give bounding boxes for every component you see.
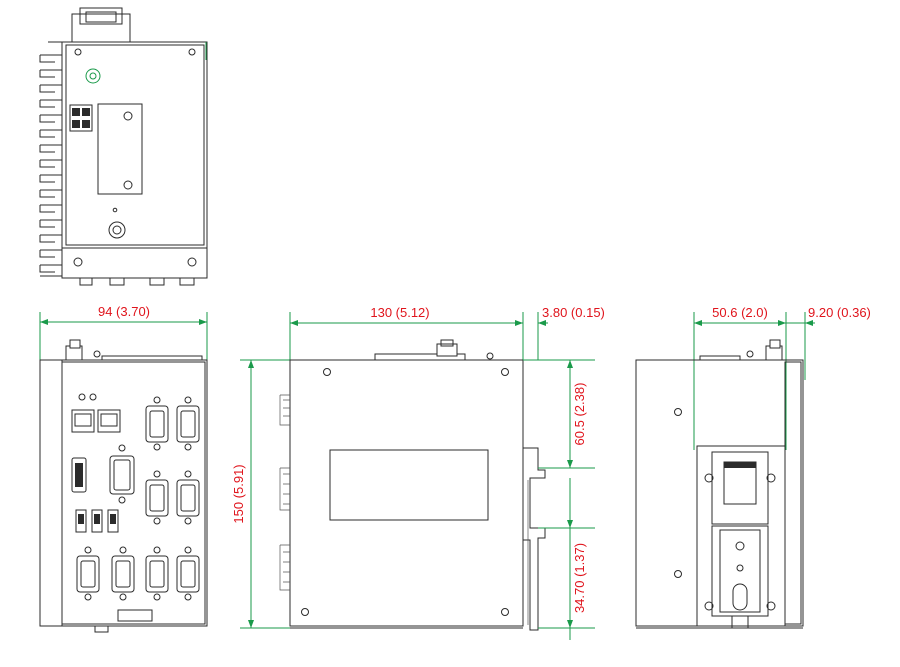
dim-side-rail: 3.80 (0.15) <box>542 305 605 320</box>
hdmi-port-icon <box>71 457 87 493</box>
vga-port-icon <box>109 444 135 504</box>
dim-side-upper: 60.5 (2.38) <box>572 383 587 446</box>
reset-button-icon <box>108 221 126 239</box>
dim-side-height: 150 (5.91) <box>231 464 246 523</box>
side-label-window <box>329 449 489 521</box>
top-connector <box>71 13 131 43</box>
heatsink-fins <box>39 41 62 277</box>
dim-side-lower: 34.70 (1.37) <box>572 543 587 613</box>
side-view: 130 (5.12) 3.80 (0.15) 150 (5.91) <box>231 305 605 640</box>
din-rail-clip <box>696 445 786 629</box>
usb-port-icon <box>75 509 119 533</box>
rear-view: 50.6 (2.0) 9.20 (0.36) <box>635 305 871 629</box>
rear-plate <box>97 103 143 195</box>
dim-rear-width: 50.6 (2.0) <box>712 305 768 320</box>
label-slot <box>117 609 153 622</box>
dim-side-depth: 130 (5.12) <box>370 305 429 320</box>
top-view <box>39 7 208 286</box>
ground-icon <box>85 68 101 84</box>
serial-port-icon <box>76 396 200 601</box>
dim-front-width: 94 (3.70) <box>98 304 150 319</box>
lan-port-icon <box>71 409 121 433</box>
dim-rear-offset: 9.20 (0.36) <box>808 305 871 320</box>
front-view: 94 (3.70) <box>39 304 208 633</box>
